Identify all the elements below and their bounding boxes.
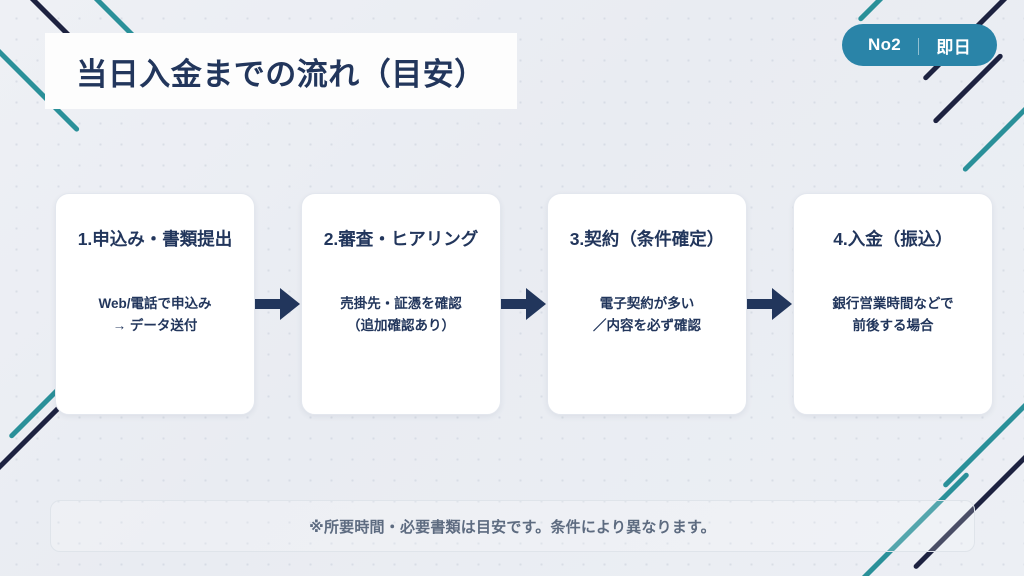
step-card-2: 2.審査・ヒアリング 売掛先・証憑を確認 （追加確認あり） [301,193,501,415]
step-card-description: Web/電話で申込み → データ送付 [98,295,212,333]
page-title: 当日入金までの流れ（目安） [45,33,517,109]
arrow-right-icon [501,288,546,320]
badge-label: 即日 [936,37,971,57]
page-title-text: 当日入金までの流れ（目安） [76,56,486,92]
step-card-4: 4.入金（振込） 銀行営業時間などで 前後する場合 [793,193,993,415]
step-card-1: 1.申込み・書類提出 Web/電話で申込み → データ送付 [55,193,255,415]
arrow-right-icon [255,288,300,320]
arrow-right-icon [747,288,792,320]
footnote-box: ※所要時間・必要書類は目安です。条件により異なります。 [50,500,975,552]
step-card-title: 2.審査・ヒアリング [323,229,479,249]
step-card-3: 3.契約（条件確定） 電子契約が多い ／内容を必ず確認 [547,193,747,415]
step-card-description: 銀行営業時間などで 前後する場合 [832,295,954,333]
footnote-text: ※所要時間・必要書類は目安です。条件により異なります。 [309,518,716,536]
flow-arrow-3 [747,193,793,415]
step-card-title: 3.契約（条件確定） [569,229,725,249]
deco-line-teal [857,0,953,23]
step-card-description: 売掛先・証憑を確認 （追加確認あり） [340,295,462,333]
badge-separator: ｜ [910,37,928,57]
process-flow: 1.申込み・書類提出 Web/電話で申込み → データ送付 2.審査・ヒアリング… [55,193,993,415]
flow-arrow-2 [501,193,547,415]
deco-line-teal [961,84,1024,173]
badge-number: No2 [868,35,902,54]
step-card-title: 1.申込み・書類提出 [77,229,233,249]
flow-arrow-1 [255,193,301,415]
step-card-description: 電子契約が多い ／内容を必ず確認 [593,295,701,333]
step-card-title: 4.入金（振込） [833,229,953,249]
status-badge: No2 ｜ 即日 [842,24,997,66]
